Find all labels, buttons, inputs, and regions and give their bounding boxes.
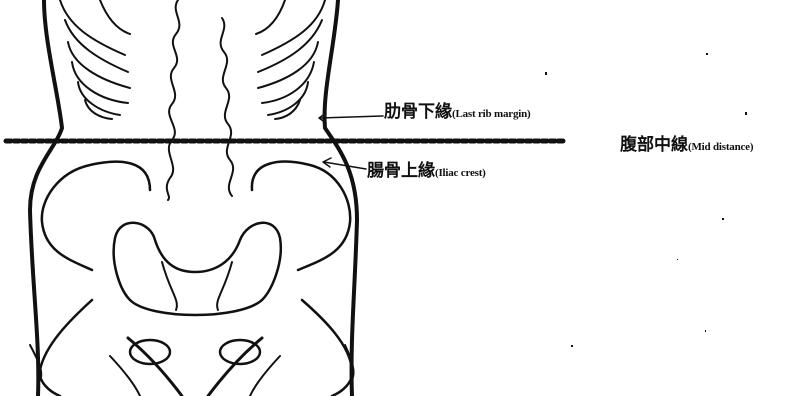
sacrum [114, 223, 281, 315]
rib-margin-leader [320, 116, 383, 118]
last-rib-margin-zh: 肋骨下緣 [384, 102, 452, 122]
iliac-crest-zh: 腸骨上緣 [367, 161, 435, 181]
pubic-left [40, 300, 92, 396]
scan-specks [545, 53, 747, 347]
ribs-left [60, 0, 130, 119]
sacral-foramen-left [162, 262, 177, 310]
spine-right [221, 18, 234, 196]
pubic-right [302, 300, 352, 396]
femur-inner-right [250, 356, 280, 396]
mid-distance-zh: 腹部中線 [620, 135, 688, 155]
mid-distance-en: (Mid distance) [688, 141, 753, 153]
body-outline-right [325, 0, 357, 396]
iliac-wing-right [252, 162, 350, 270]
sacral-foramen-right [217, 262, 232, 310]
iliac-wing-left [42, 162, 150, 270]
last-rib-margin-en: (Last rib margin) [452, 108, 530, 120]
femur-inner-left [110, 356, 140, 396]
iliac-crest-label: 腸骨上緣(Iliac crest) [367, 163, 486, 180]
iliac-crest-en: (Iliac crest) [435, 167, 486, 179]
last-rib-margin-label: 肋骨下緣(Last rib margin) [384, 104, 530, 121]
mid-distance-label: 腹部中線(Mid distance) [620, 137, 753, 154]
spine-left [167, 0, 180, 200]
ribs-right [256, 0, 325, 119]
